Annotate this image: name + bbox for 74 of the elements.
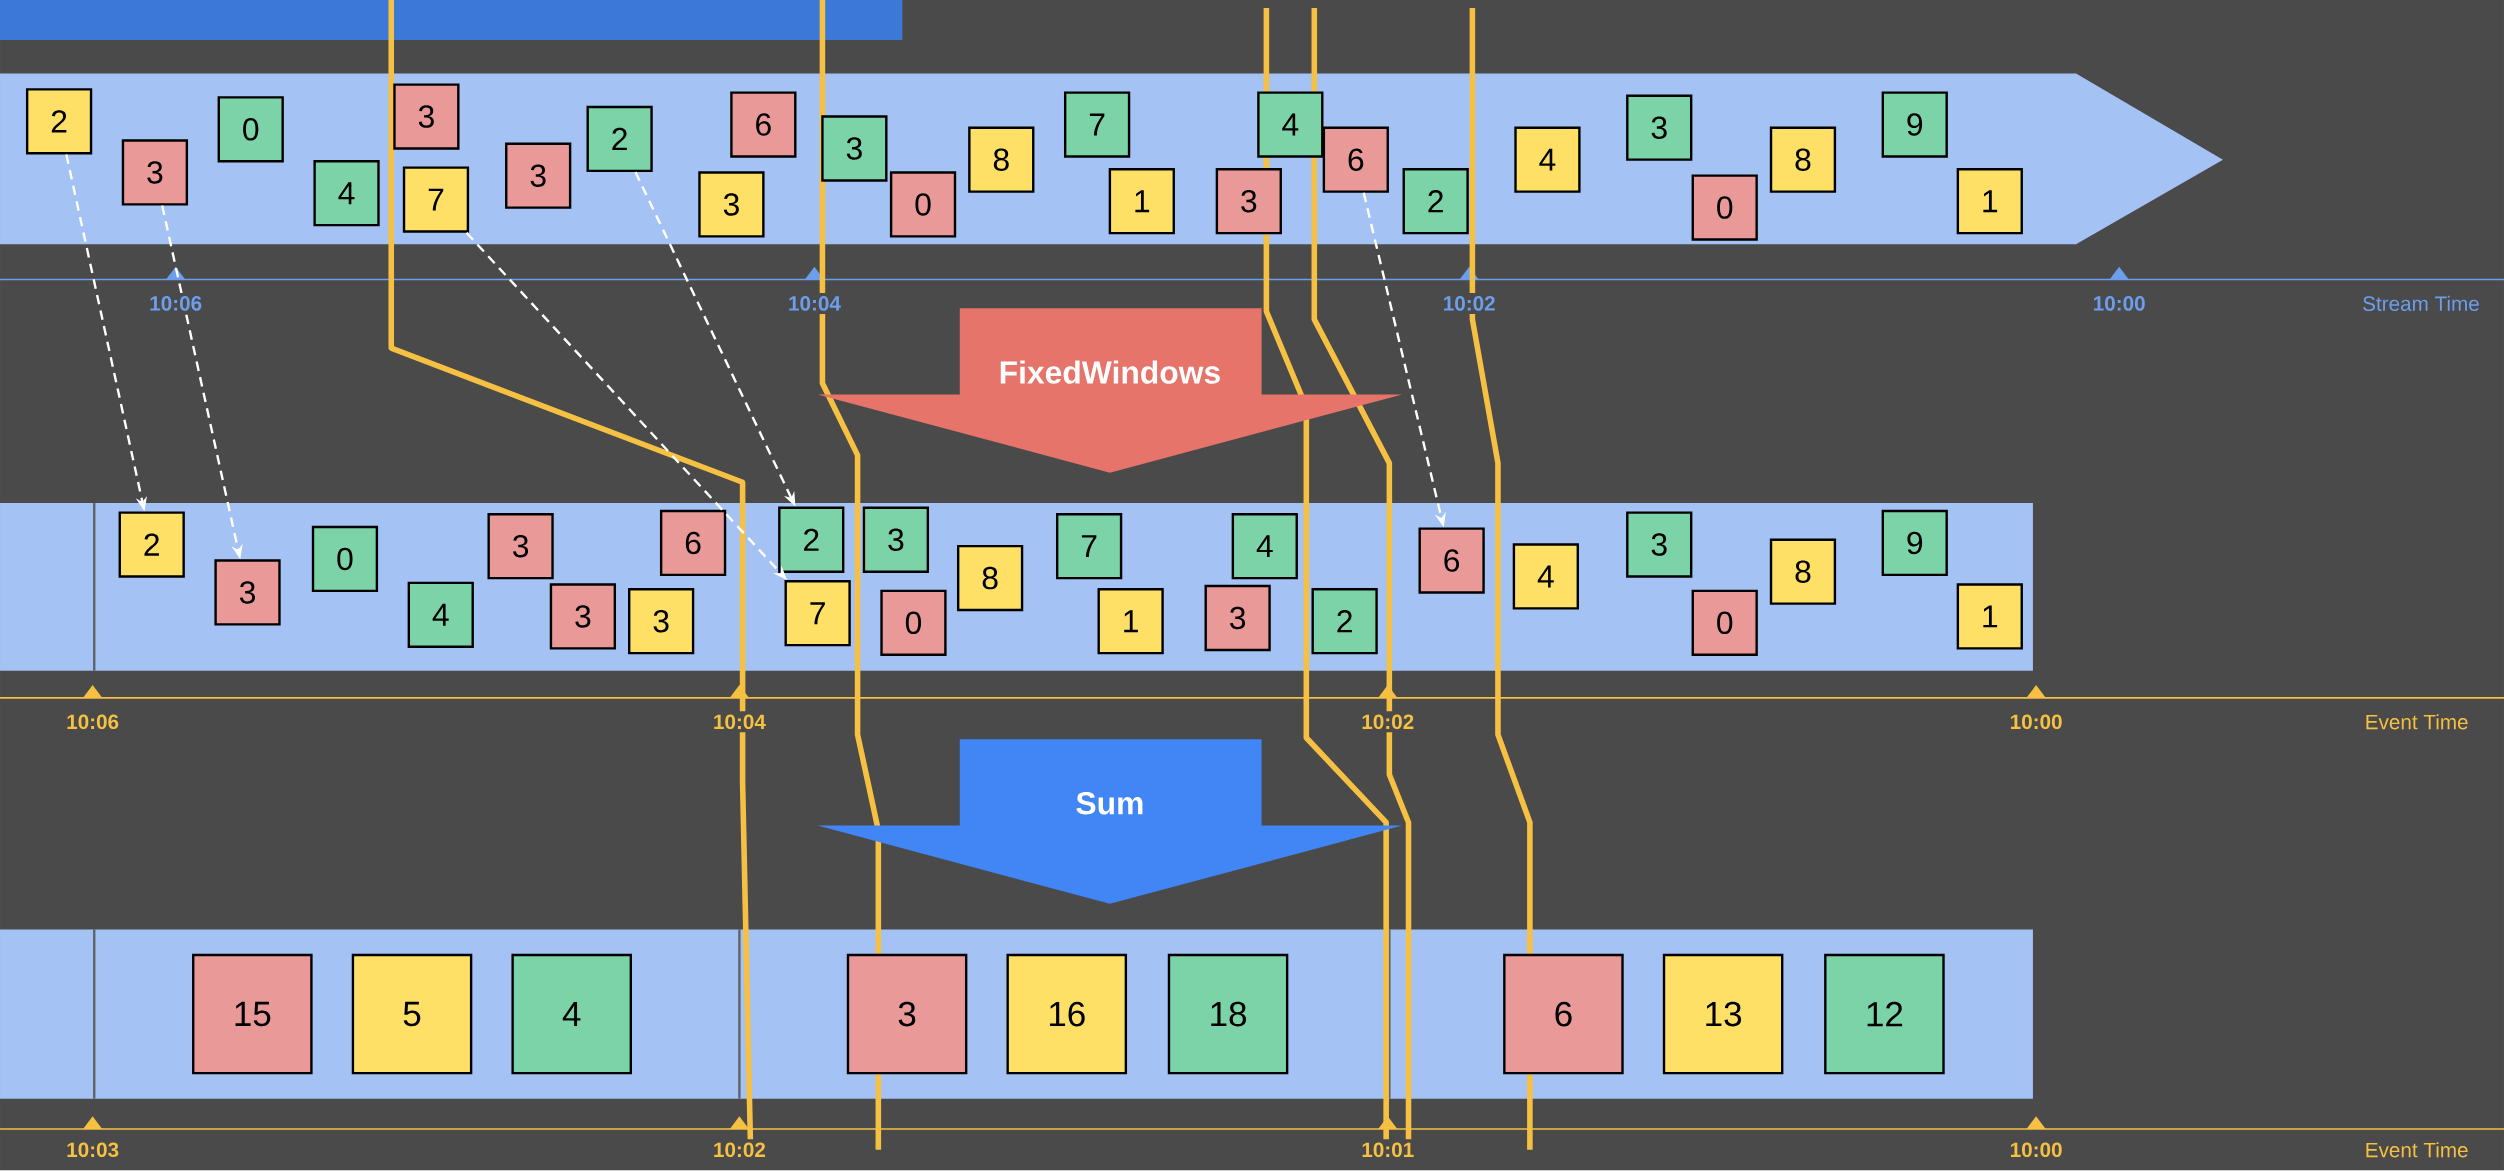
number-square: 6	[659, 510, 727, 577]
number-square: 0	[1691, 174, 1758, 241]
time-label: 10:06	[63, 711, 123, 733]
number-square: 4	[1514, 126, 1581, 194]
number-square: 2	[118, 511, 185, 578]
sum-square: 18	[1167, 953, 1289, 1075]
number-square: 0	[880, 589, 947, 657]
number-square: 8	[968, 126, 1035, 194]
number-square: 2	[778, 506, 845, 574]
number-square: 6	[1322, 126, 1389, 194]
number-square: 4	[1231, 513, 1298, 580]
sum-square: 12	[1824, 953, 1945, 1075]
number-square: 3	[214, 559, 281, 626]
time-label: 10:00	[2089, 293, 2149, 315]
number-square: 2	[1311, 588, 1378, 655]
number-square: 3	[487, 513, 554, 580]
number-square: 3	[1626, 94, 1693, 162]
sum-square: 16	[1006, 953, 1128, 1075]
number-square: 3	[862, 506, 930, 574]
time-label: 10:00	[2006, 1139, 2066, 1161]
time-label: 10:06	[146, 293, 206, 315]
number-square: 1	[1097, 588, 1164, 655]
number-square: 3	[628, 588, 695, 655]
number-square: 2	[1402, 168, 1469, 235]
number-square: 3	[505, 142, 572, 209]
time-label: 10:00	[2006, 711, 2066, 733]
number-square: 2	[25, 88, 93, 155]
number-square: 7	[402, 166, 470, 233]
time-label: 10:02	[709, 1139, 770, 1161]
bar	[0, 0, 903, 41]
number-square: 6	[730, 91, 797, 158]
sum-square: 13	[1662, 953, 1784, 1075]
number-square: 1	[1108, 168, 1175, 235]
axis-title: Event Time	[2361, 711, 2472, 733]
number-square: 0	[311, 526, 379, 593]
time-label: 10:01	[1358, 1139, 1418, 1161]
time-label: 10:04	[784, 293, 845, 315]
number-square: 6	[1418, 527, 1485, 594]
number-square: 9	[1881, 91, 1948, 158]
number-square: 2	[586, 106, 653, 173]
number-square: 8	[957, 545, 1024, 612]
sum-square: 5	[351, 953, 473, 1075]
time-label: 10:03	[63, 1139, 123, 1161]
number-square: 1	[1956, 168, 2023, 235]
time-label: 10:02	[1439, 293, 1499, 315]
number-square: 0	[1691, 589, 1758, 657]
number-square: 3	[121, 139, 189, 206]
time-label: 10:04	[709, 711, 770, 733]
number-square: 0	[217, 96, 284, 163]
number-square: 7	[1056, 513, 1123, 580]
time-label: 10:02	[1358, 711, 1418, 733]
number-square: 3	[1215, 168, 1282, 235]
number-square: 9	[1881, 510, 1948, 577]
axis-title: Event Time	[2361, 1139, 2472, 1161]
number-square: 7	[1063, 91, 1131, 158]
number-square: 4	[313, 160, 380, 227]
number-square: 8	[1769, 126, 1837, 194]
sum-square: 6	[1503, 953, 1624, 1075]
number-square: 0	[889, 171, 957, 238]
number-square: 4	[1512, 543, 1579, 610]
number-square: 4	[407, 581, 474, 649]
number-square: 7	[784, 580, 851, 647]
sum-square: 3	[846, 953, 968, 1075]
number-square: 3	[698, 171, 765, 238]
number-square: 3	[1204, 585, 1271, 652]
number-square: 3	[821, 115, 888, 182]
number-square: 3	[393, 83, 460, 150]
sum-square: 4	[511, 953, 632, 1075]
number-square: 4	[1257, 91, 1324, 158]
sum-square: 15	[192, 953, 313, 1075]
number-square: 3	[1626, 511, 1693, 578]
number-square: 1	[1956, 583, 2023, 650]
number-square: 8	[1769, 538, 1837, 606]
number-square: 3	[549, 583, 617, 650]
